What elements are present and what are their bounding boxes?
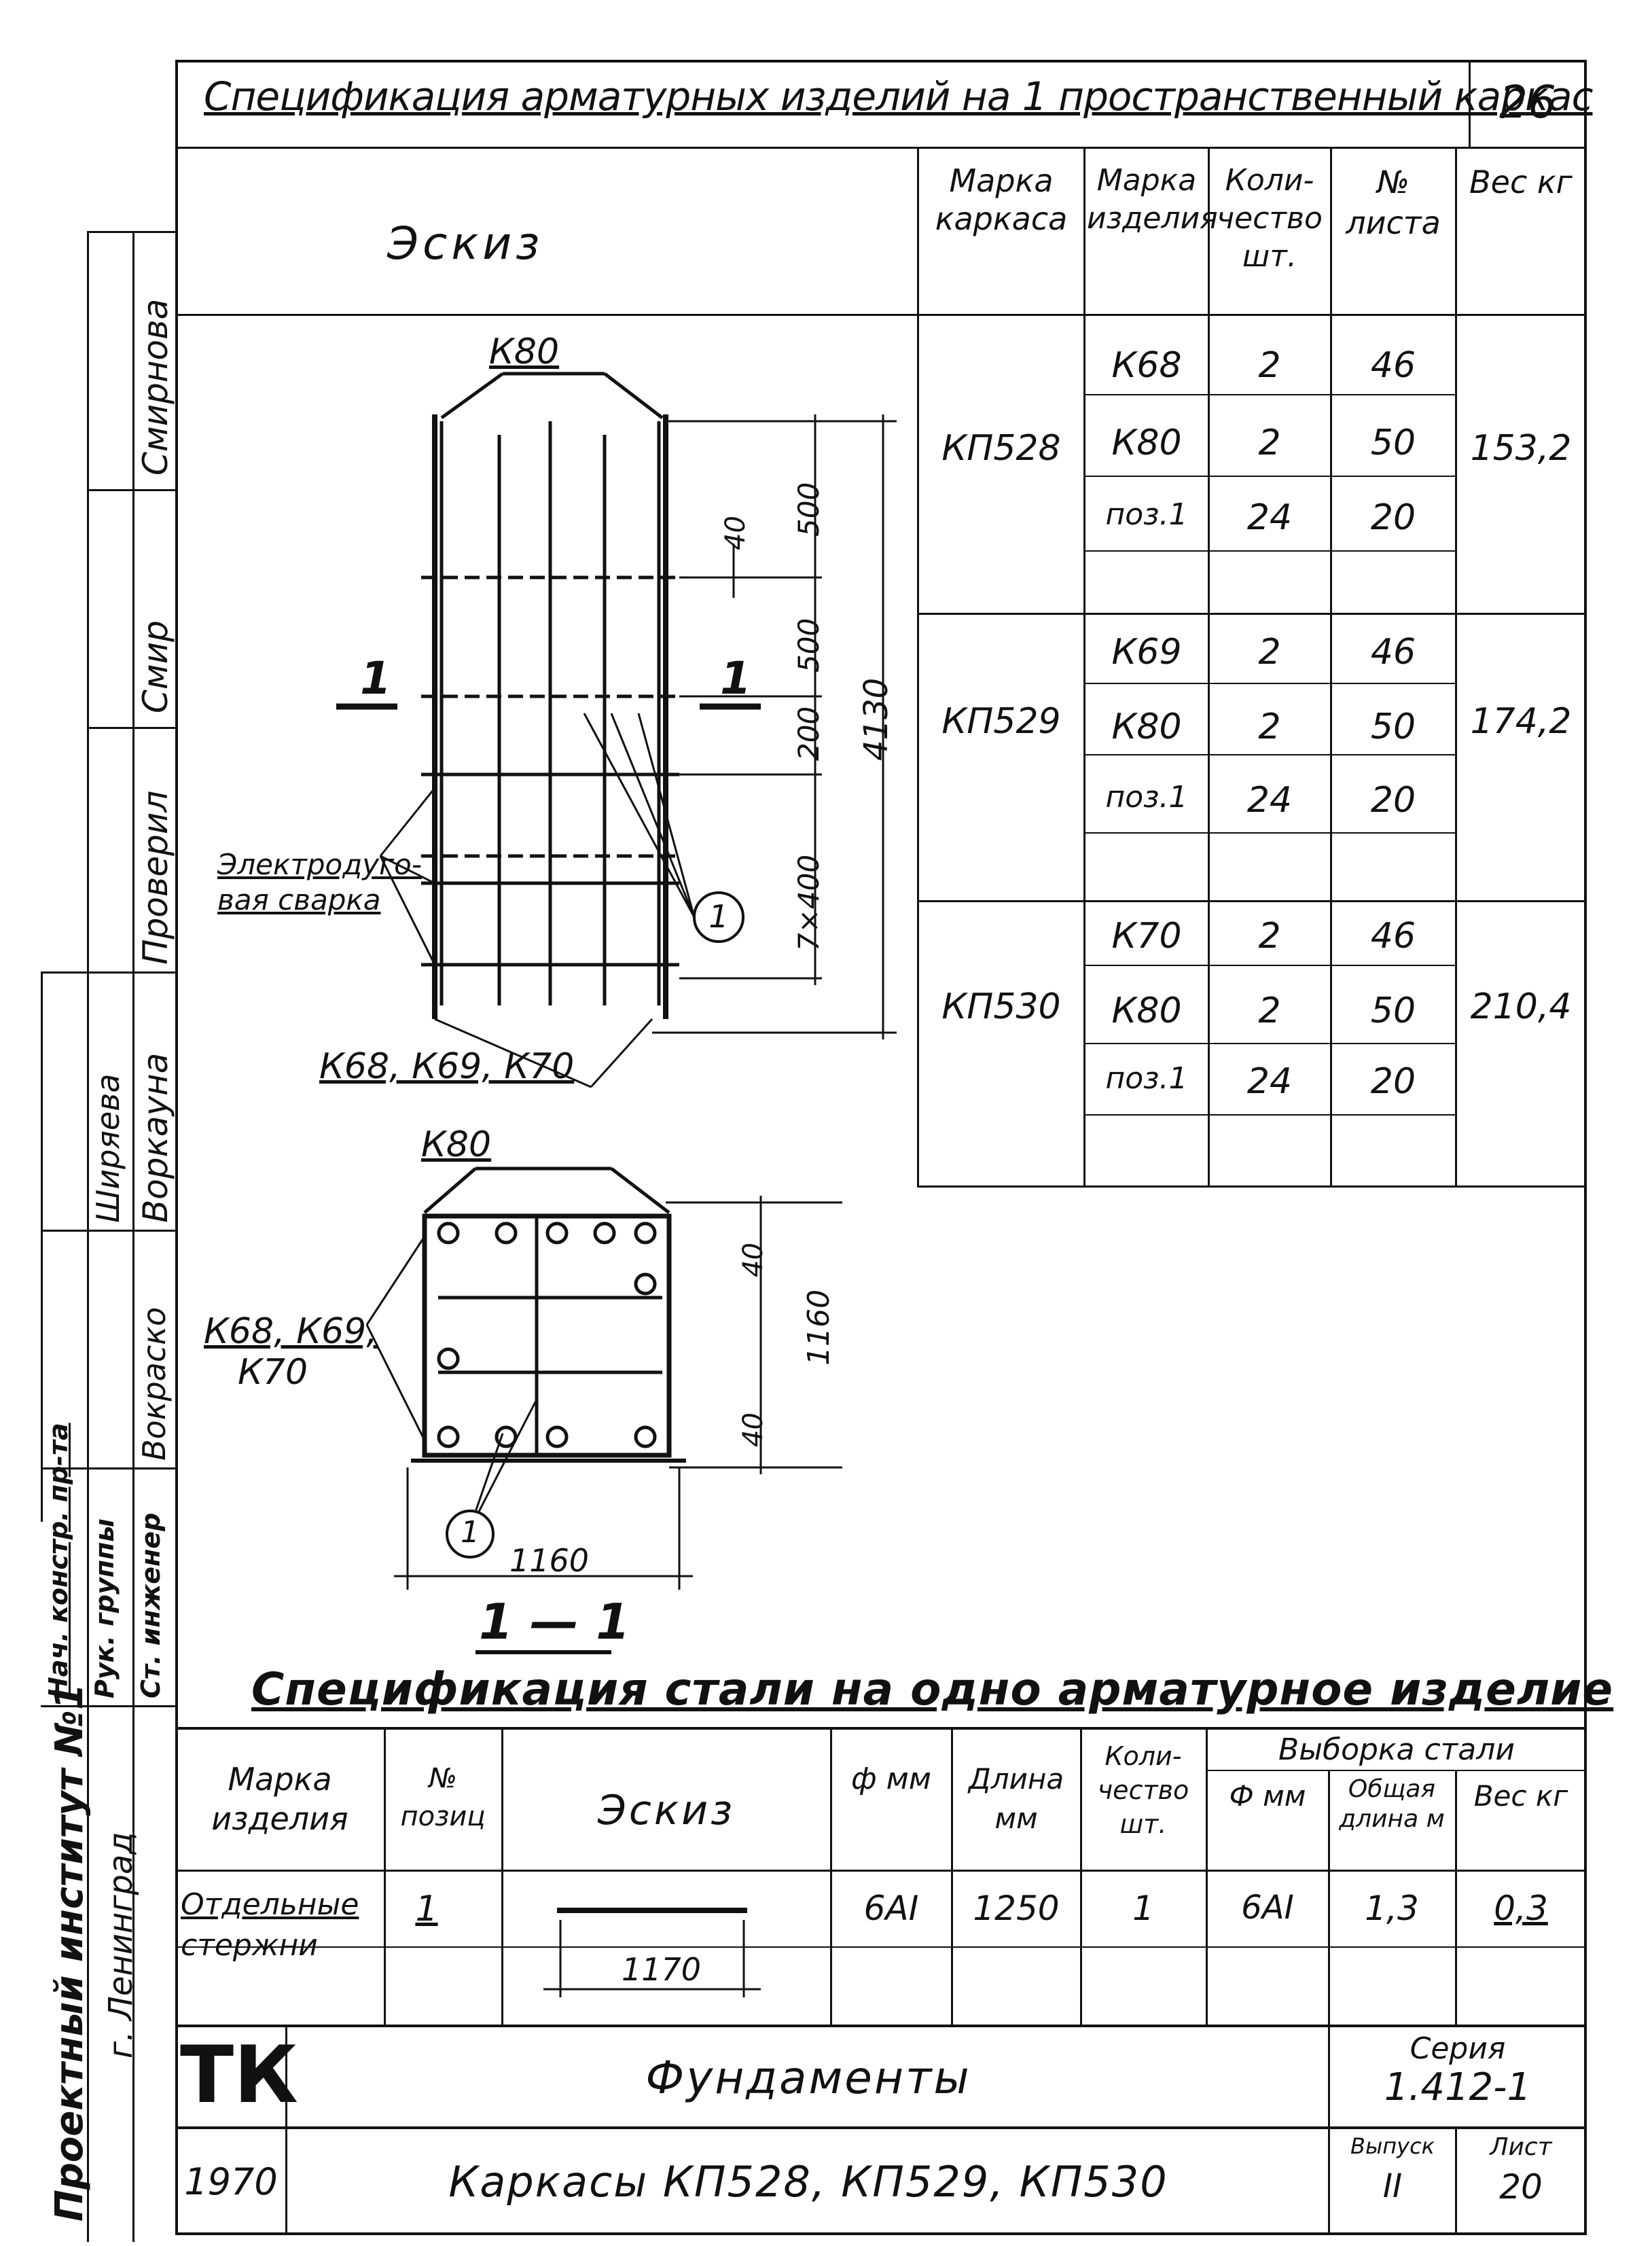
item-qty: 2	[1258, 423, 1281, 463]
frame-weight: 174,2	[1470, 701, 1572, 742]
col-header-weight: Вес кг	[1469, 164, 1573, 200]
item-qty: 2	[1258, 991, 1281, 1031]
steel-col-qty: Коли-чество шт.	[1097, 1741, 1189, 1839]
item-sheet: 46	[1370, 345, 1416, 386]
weld-label: Электродуго-	[217, 848, 423, 881]
section-mark-right: 1	[720, 652, 751, 705]
sheet-number: 20	[1499, 2167, 1543, 2207]
steel-col-s-dia: Ф мм	[1229, 1779, 1306, 1813]
steel-col-pos: № позиц	[400, 1763, 486, 1832]
sheet-label: Лист	[1490, 2133, 1552, 2161]
steel-col-s-weight: Вес кг	[1473, 1779, 1568, 1813]
page-title: Спецификация арматурных изделий на 1 про…	[204, 73, 1593, 120]
steel-row-qty: 1	[1132, 1889, 1154, 1928]
item-mark: К80	[1111, 707, 1182, 747]
item-sheet: 50	[1370, 707, 1416, 747]
page-number: 26	[1499, 76, 1556, 128]
section-label-k80: К80	[421, 1124, 492, 1165]
item-sheet: 20	[1370, 1061, 1416, 1102]
steel-col-mark: Марка изделия	[211, 1761, 348, 1837]
item-qty: 24	[1246, 1061, 1293, 1102]
steel-spec-title: Спецификация стали на одно арматурное из…	[251, 1663, 1614, 1715]
series-label: Серия	[1409, 2031, 1506, 2066]
issue-label: Выпуск	[1350, 2133, 1435, 2159]
steel-col-s-total: Общая длина м	[1339, 1775, 1445, 1833]
steel-row-s-total: 1,3	[1365, 1889, 1419, 1928]
document-name: Фундаменты	[645, 2052, 971, 2104]
steel-row-mark: стержни	[181, 1928, 318, 1963]
year: 1970	[184, 2160, 278, 2203]
steel-col-sketch: Эскиз	[597, 1787, 736, 1834]
item-qty: 24	[1246, 497, 1293, 538]
section-mark-left: 1	[360, 652, 391, 705]
steel-row-s-weight: 0,3	[1494, 1889, 1548, 1928]
item-mark: К69	[1111, 632, 1182, 673]
section-caption: 1 — 1	[479, 1593, 630, 1650]
item-sheet: 50	[1370, 991, 1416, 1031]
item-sheet: 50	[1370, 423, 1416, 463]
steel-col-dia: ф мм	[851, 1762, 931, 1796]
position-callout: 1	[461, 1515, 480, 1550]
item-sheet: 46	[1370, 632, 1416, 673]
label-k-sides: К68, К69, К70	[319, 1046, 575, 1087]
document-subtitle: Каркасы КП528, КП529, КП530	[448, 2157, 1168, 2207]
bar-sketch-dim: 1170	[622, 1951, 702, 1988]
item-sheet: 20	[1370, 780, 1416, 821]
frame-mark: КП530	[941, 986, 1061, 1027]
steel-col-length: Длина мм	[968, 1762, 1064, 1835]
steel-row-pos: 1	[415, 1889, 438, 1929]
section-label-k-sides: К68, К69,	[204, 1311, 378, 1352]
item-mark: поз.1	[1105, 497, 1188, 532]
steel-row-s-dia: 6AI	[1241, 1889, 1294, 1927]
col-header-item: Марка изделия	[1087, 163, 1218, 236]
frame-mark: КП528	[941, 428, 1061, 469]
item-mark: К70	[1111, 916, 1182, 957]
steel-row-length: 1250	[973, 1889, 1060, 1928]
weld-label: вая сварка	[217, 883, 381, 916]
frame-weight: 153,2	[1470, 428, 1572, 469]
issue-number: II	[1382, 2167, 1403, 2205]
item-qty: 2	[1258, 345, 1281, 386]
sketch-heading: Эскиз	[387, 217, 544, 270]
frame-weight: 210,4	[1470, 986, 1572, 1027]
item-mark: поз.1	[1105, 1061, 1188, 1096]
col-header-qty: Коли-чество шт.	[1217, 163, 1323, 274]
steel-row-dia: 6AI	[863, 1889, 919, 1928]
item-qty: 2	[1258, 632, 1281, 673]
item-mark: К80	[1111, 423, 1182, 463]
tk-logo: ТК	[180, 2029, 298, 2121]
position-callout: 1	[708, 898, 729, 935]
frame-mark: КП529	[941, 701, 1061, 742]
item-qty: 24	[1246, 780, 1293, 821]
steel-col-sample: Выборка стали	[1278, 1732, 1515, 1767]
col-header-sheet: № листа	[1346, 164, 1441, 241]
section-label-k70: К70	[238, 1352, 308, 1393]
item-mark: К80	[1111, 991, 1182, 1031]
label-k80-top: К80	[489, 332, 560, 372]
steel-row-mark: Отдельные	[181, 1887, 359, 1922]
item-qty: 2	[1258, 916, 1281, 957]
item-mark: поз.1	[1105, 780, 1188, 815]
item-mark: К68	[1111, 345, 1182, 386]
section-dim-1160h: 1160	[509, 1542, 590, 1579]
series-number: 1.412-1	[1384, 2065, 1532, 2109]
item-sheet: 20	[1370, 497, 1416, 538]
item-qty: 2	[1258, 707, 1281, 747]
item-sheet: 46	[1370, 916, 1416, 957]
col-header-frame: Марка каркаса	[935, 162, 1068, 237]
